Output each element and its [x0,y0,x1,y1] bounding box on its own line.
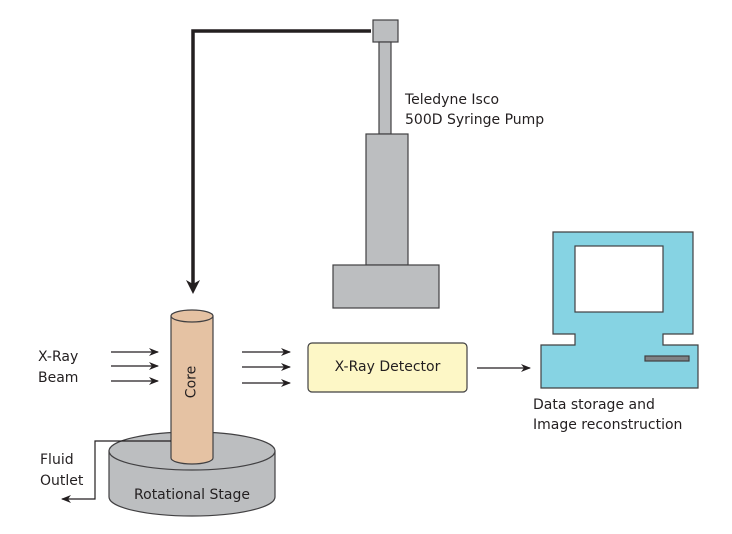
transmitted-beam-arrows [242,348,291,387]
outlet-label-line1: Fluid [40,452,74,468]
computer-screen [574,245,664,313]
xray-detector-box [307,342,468,393]
pump-head [372,19,399,43]
syringe-pump [332,19,440,309]
pump-rod [378,41,392,135]
computer-icon [540,231,699,389]
core-sample [170,309,214,465]
pump-label-line1: Teledyne Isco [405,92,500,108]
pump-label-line2: 500D Syringe Pump [405,112,545,128]
outlet-label-line2: Outlet [40,473,84,489]
fluid-outlet-line [61,440,171,503]
inlet-arrowhead [186,280,200,294]
core-label: Core [183,365,200,399]
pump-base [332,264,440,309]
stage-label: Rotational Stage [134,487,250,503]
disk-slot [644,355,690,362]
pump-body [365,133,409,266]
computer-label-line2: Image reconstruction [533,417,683,433]
beam-label-line1: X-Ray [38,349,79,365]
incoming-beam-arrows [111,348,159,385]
detector-label: X-Ray Detector [334,359,441,375]
beam-label-line2: Beam [38,370,79,386]
computer-label-line1: Data storage and [533,397,655,413]
fluid-inlet-tube [191,29,371,290]
